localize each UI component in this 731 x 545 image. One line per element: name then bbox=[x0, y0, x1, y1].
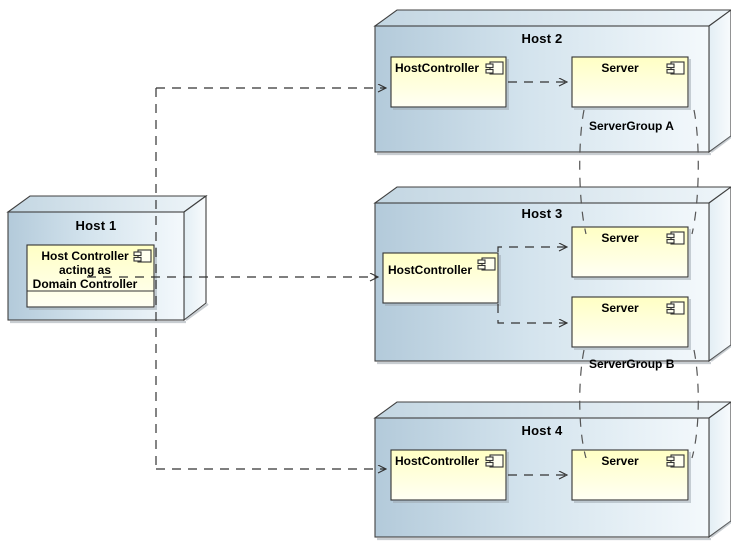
component-host4-controller[interactable] bbox=[390, 449, 509, 503]
component-icon bbox=[666, 61, 685, 75]
component-host2-controller[interactable] bbox=[390, 56, 509, 110]
component-host1-controller[interactable] bbox=[26, 244, 157, 310]
component-icon bbox=[133, 249, 152, 263]
component-icon bbox=[485, 61, 504, 75]
group-boundary-server-group-b[interactable] bbox=[579, 349, 699, 459]
component-icon bbox=[666, 301, 685, 315]
component-host3-server-2[interactable] bbox=[571, 296, 691, 350]
connector-host3-controller-to-server-1[interactable] bbox=[497, 247, 567, 252]
component-host4-server[interactable] bbox=[571, 449, 691, 503]
component-icon bbox=[477, 257, 496, 271]
connector-host3-controller-to-server-2[interactable] bbox=[497, 304, 567, 323]
component-host2-server[interactable] bbox=[571, 56, 691, 110]
component-host3-controller[interactable] bbox=[382, 252, 501, 306]
component-host3-server-1[interactable] bbox=[571, 226, 691, 280]
component-icon bbox=[666, 454, 685, 468]
component-icon bbox=[666, 231, 685, 245]
component-icon bbox=[485, 454, 504, 468]
